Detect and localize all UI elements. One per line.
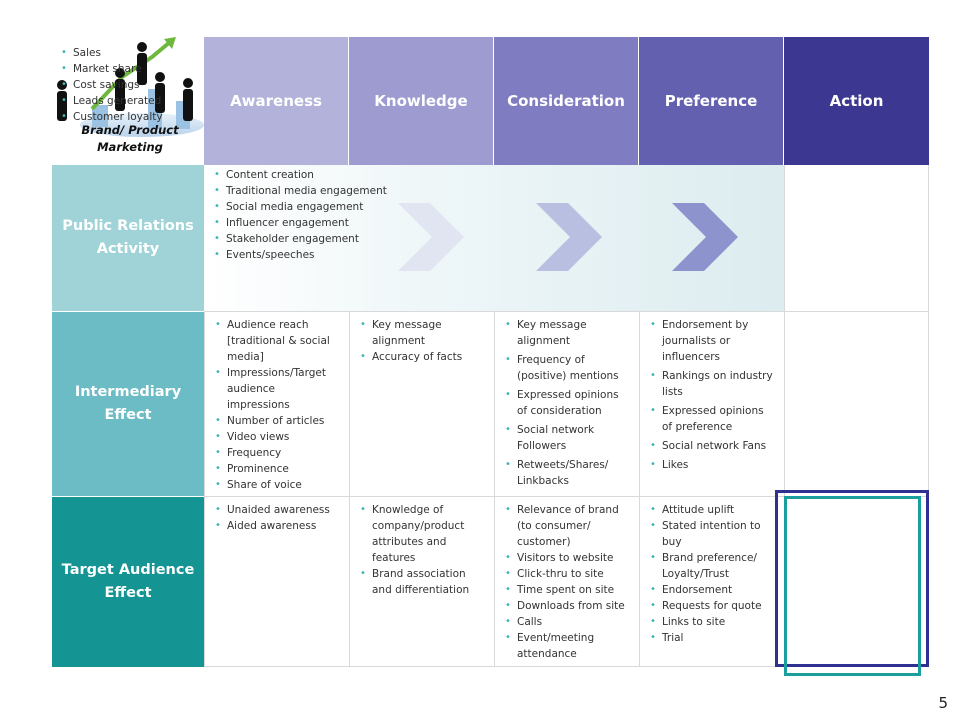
- chevron-right-icon: [398, 203, 464, 271]
- list-item: Links to site: [650, 614, 776, 630]
- list-item: Social network Followers: [505, 422, 631, 454]
- row-label-target-audience-effect: Target Audience Effect: [52, 497, 204, 667]
- list-item: Frequency: [215, 445, 341, 461]
- list-item: Expressed opinions of consideration: [505, 387, 631, 419]
- intermediary-knowledge-cell: Key message alignment Accuracy of facts: [349, 312, 494, 497]
- list-item: Click-thru to site: [505, 566, 631, 582]
- list-item: Frequency of (positive) mentions: [505, 352, 631, 384]
- public-relations-band: Content creation Traditional media engag…: [204, 165, 784, 312]
- list-item: Number of articles: [215, 413, 341, 429]
- list-item: Attitude uplift: [650, 502, 776, 518]
- list-item: Event/meeting attendance: [505, 630, 631, 662]
- intermediary-preference-list: Endorsement by journalists or influencer…: [650, 317, 776, 473]
- chevron-arrows: [398, 203, 738, 271]
- intermediary-knowledge-list: Key message alignment Accuracy of facts: [360, 317, 486, 365]
- public-relations-activity-list: Content creation Traditional media engag…: [214, 167, 387, 263]
- list-item: Trial: [650, 630, 776, 646]
- metric-sales: Sales: [61, 45, 163, 61]
- action-highlight-frame-outer: [775, 490, 929, 667]
- list-item: Brand preference/ Loyalty/Trust: [650, 550, 776, 582]
- metric-leads-generated: Leads generated: [61, 93, 163, 109]
- list-item: Video views: [215, 429, 341, 445]
- list-item: Prominence: [215, 461, 341, 477]
- list-item: Impressions/Target audience impressions: [215, 365, 341, 413]
- list-item: Knowledge of company/product attributes …: [360, 502, 486, 566]
- row-label-intermediary-effect: Intermediary Effect: [52, 312, 204, 497]
- page-number: 5: [938, 694, 948, 712]
- intermediary-preference-cell: Endorsement by journalists or influencer…: [639, 312, 784, 497]
- list-item: Time spent on site: [505, 582, 631, 598]
- list-item: Downloads from site: [505, 598, 631, 614]
- header-consideration: Consideration: [494, 37, 639, 165]
- list-item: Social media engagement: [214, 199, 387, 215]
- row-label-public-relations: Public Relations Activity: [52, 165, 204, 312]
- list-item: Endorsement: [650, 582, 776, 598]
- list-item: Calls: [505, 614, 631, 630]
- intermediary-awareness-list: Audience reach [traditional & social med…: [215, 317, 341, 493]
- target-awareness-cell: Unaided awareness Aided awareness: [204, 497, 349, 667]
- list-item: Stakeholder engagement: [214, 231, 387, 247]
- list-item: Rankings on industry lists: [650, 368, 776, 400]
- list-item: Unaided awareness: [215, 502, 341, 518]
- target-awareness-list: Unaided awareness Aided awareness: [215, 502, 341, 534]
- list-item: Expressed opinions of preference: [650, 403, 776, 435]
- metric-market-share: Market share: [61, 61, 163, 77]
- list-item: Likes: [650, 457, 776, 473]
- header-awareness: Awareness: [204, 37, 349, 165]
- target-consideration-list: Relevance of brand (to consumer/ custome…: [505, 502, 631, 662]
- header-preference: Preference: [639, 37, 784, 165]
- chevron-right-icon: [672, 203, 738, 271]
- list-item: Visitors to website: [505, 550, 631, 566]
- list-item: Key message alignment: [360, 317, 486, 349]
- list-item: Content creation: [214, 167, 387, 183]
- list-item: Key message alignment: [505, 317, 631, 349]
- target-knowledge-cell: Knowledge of company/product attributes …: [349, 497, 494, 667]
- list-item: Brand association and differentiation: [360, 566, 486, 598]
- list-item: Aided awareness: [215, 518, 341, 534]
- list-item: Audience reach [traditional & social med…: [215, 317, 341, 365]
- intermediary-awareness-cell: Audience reach [traditional & social med…: [204, 312, 349, 497]
- metric-customer-loyalty: Customer loyalty: [61, 109, 163, 125]
- header-action: Action: [784, 37, 929, 165]
- list-item: Social network Fans: [650, 438, 776, 454]
- brand-product-marketing-caption: Brand/ Product Marketing: [81, 123, 179, 154]
- list-item: Influencer engagement: [214, 215, 387, 231]
- pr-action-cell: [784, 165, 929, 312]
- target-preference-list: Attitude uplift Stated intention to buy …: [650, 502, 776, 646]
- list-item: Traditional media engagement: [214, 183, 387, 199]
- list-item: Retweets/Shares/ Linkbacks: [505, 457, 631, 489]
- target-preference-cell: Attitude uplift Stated intention to buy …: [639, 497, 784, 667]
- target-action-cell: [784, 497, 929, 667]
- business-metrics-list: Sales Market share Cost savings Leads ge…: [61, 45, 163, 125]
- list-item: Endorsement by journalists or influencer…: [650, 317, 776, 365]
- chevron-right-icon: [536, 203, 602, 271]
- intermediary-action-cell: [784, 312, 929, 497]
- header-knowledge: Knowledge: [349, 37, 494, 165]
- action-highlight-frame-inner: [784, 496, 921, 676]
- list-item: Relevance of brand (to consumer/ custome…: [505, 502, 631, 550]
- metric-cost-savings: Cost savings: [61, 77, 163, 93]
- target-knowledge-list: Knowledge of company/product attributes …: [360, 502, 486, 598]
- intermediary-consideration-cell: Key message alignment Frequency of (posi…: [494, 312, 639, 497]
- top-left-cell: Sales Market share Cost savings Leads ge…: [52, 37, 204, 165]
- target-consideration-cell: Relevance of brand (to consumer/ custome…: [494, 497, 639, 667]
- list-item: Share of voice: [215, 477, 341, 493]
- list-item: Events/speeches: [214, 247, 387, 263]
- list-item: Requests for quote: [650, 598, 776, 614]
- list-item: Accuracy of facts: [360, 349, 486, 365]
- list-item: Stated intention to buy: [650, 518, 776, 550]
- intermediary-consideration-list: Key message alignment Frequency of (posi…: [505, 317, 631, 489]
